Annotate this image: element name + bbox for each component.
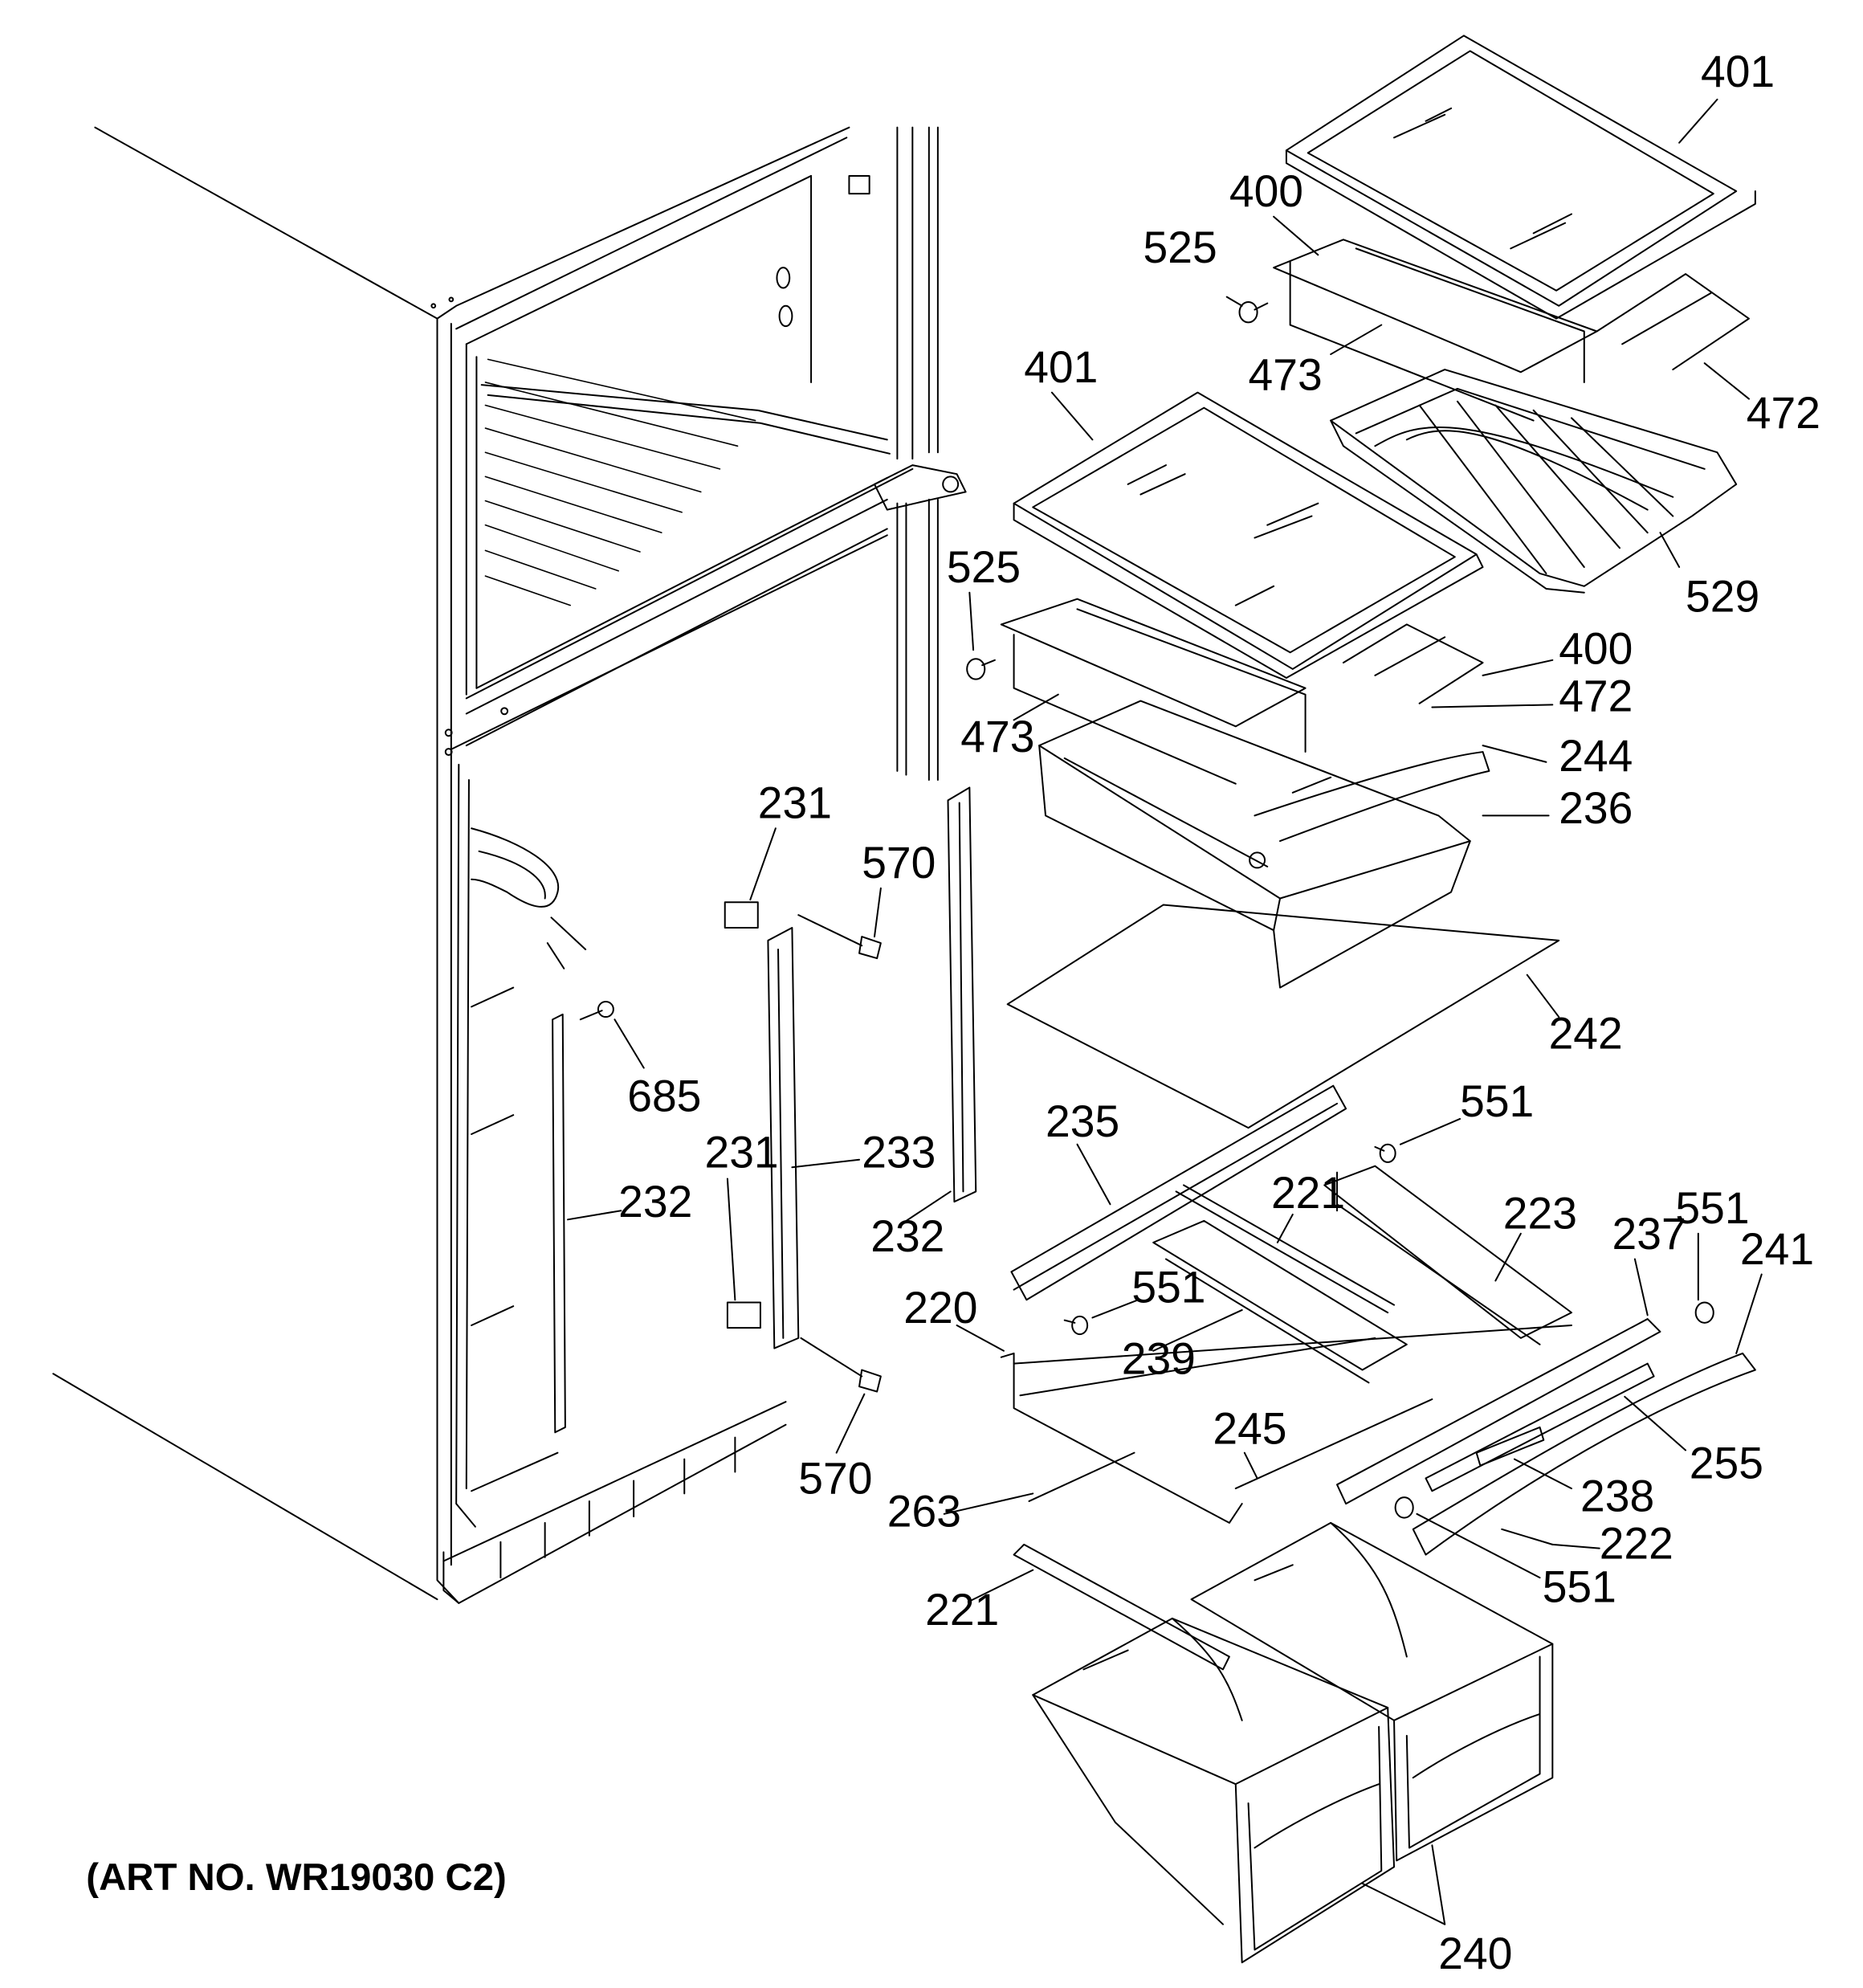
callout-241: 241 bbox=[1740, 1224, 1814, 1274]
bracket-231-top bbox=[725, 902, 758, 928]
callout-232: 232 bbox=[618, 1177, 692, 1227]
callout-233: 233 bbox=[862, 1127, 936, 1177]
shelf-frame-400-top bbox=[1274, 239, 1749, 420]
screw-525-top bbox=[1240, 302, 1268, 322]
screw-551-right bbox=[1696, 1302, 1714, 1322]
cover-241 bbox=[1413, 1353, 1755, 1555]
leader-lines bbox=[568, 100, 1762, 1925]
rod-221-lower bbox=[1014, 1545, 1229, 1669]
callout-570: 570 bbox=[798, 1453, 872, 1503]
screw-551-upper bbox=[1375, 1145, 1395, 1162]
refrigerator-cabinet bbox=[53, 128, 965, 1603]
callout-238: 238 bbox=[1580, 1472, 1654, 1521]
screw-525-mid bbox=[967, 659, 995, 679]
screw-570-top bbox=[798, 915, 881, 958]
shelf-401-top bbox=[1286, 35, 1755, 318]
callout-525: 525 bbox=[947, 542, 1021, 592]
callout-labels: 401 400 525 473 472 529 401 525 400 472 … bbox=[86, 47, 1820, 1978]
callout-473: 473 bbox=[960, 712, 1034, 761]
callout-220: 220 bbox=[903, 1283, 977, 1333]
rail-232-left bbox=[552, 1014, 565, 1432]
cover-237 bbox=[1337, 1319, 1660, 1504]
callout-221: 221 bbox=[925, 1585, 999, 1635]
callout-551: 551 bbox=[1460, 1076, 1534, 1126]
callout-570: 570 bbox=[862, 838, 936, 888]
rod-222 bbox=[1502, 1529, 1552, 1545]
cover-235 bbox=[1011, 1086, 1346, 1300]
callout-685: 685 bbox=[627, 1071, 701, 1121]
callout-472: 472 bbox=[1747, 388, 1820, 438]
callout-232: 232 bbox=[870, 1211, 944, 1261]
rod-221-upper bbox=[1176, 1185, 1394, 1312]
callout-263: 263 bbox=[887, 1487, 961, 1537]
callout-529: 529 bbox=[1686, 571, 1759, 621]
callout-525: 525 bbox=[1143, 222, 1217, 272]
callout-237: 237 bbox=[1612, 1209, 1686, 1259]
crisper-drawers-240 bbox=[1033, 1523, 1552, 1962]
callout-473: 473 bbox=[1249, 349, 1323, 399]
vent-238 bbox=[1477, 1427, 1544, 1466]
cover-255 bbox=[1426, 1364, 1654, 1492]
cover-244 bbox=[1254, 752, 1489, 841]
callout-231: 231 bbox=[758, 778, 832, 827]
screw-551-left bbox=[1065, 1316, 1087, 1334]
shelf-401-mid bbox=[1014, 393, 1483, 678]
bracket-231-bottom bbox=[728, 1302, 760, 1328]
shelf-frame-400-mid bbox=[1001, 599, 1483, 784]
callout-401: 401 bbox=[1024, 342, 1098, 392]
glass-242 bbox=[1008, 904, 1559, 1128]
callout-240: 240 bbox=[1438, 1929, 1512, 1978]
callout-239: 239 bbox=[1122, 1333, 1196, 1383]
callout-551: 551 bbox=[1543, 1561, 1616, 1611]
callout-551: 551 bbox=[1131, 1262, 1205, 1312]
rail-232-right bbox=[948, 787, 976, 1202]
frame-239 bbox=[1153, 1221, 1407, 1382]
callout-245: 245 bbox=[1213, 1403, 1286, 1453]
rod-245 bbox=[1236, 1399, 1433, 1488]
frame-220 bbox=[1001, 1325, 1572, 1523]
art-number-caption: (ART NO. WR19030 C2) bbox=[86, 1856, 507, 1899]
callout-223: 223 bbox=[1503, 1188, 1577, 1238]
shelf-rack-529 bbox=[1331, 369, 1736, 593]
screw-570-bottom bbox=[801, 1338, 880, 1392]
callout-551: 551 bbox=[1675, 1183, 1749, 1233]
callout-244: 244 bbox=[1559, 731, 1633, 781]
callout-231: 231 bbox=[704, 1127, 778, 1177]
crisper-pan-236 bbox=[1039, 701, 1470, 988]
frame-223 bbox=[1324, 1166, 1572, 1345]
screw-685 bbox=[581, 1002, 614, 1019]
rod-263 bbox=[1029, 1453, 1135, 1501]
callout-222: 222 bbox=[1600, 1518, 1673, 1568]
callout-242: 242 bbox=[1549, 1009, 1623, 1059]
callout-221: 221 bbox=[1271, 1168, 1345, 1218]
screw-551-lower bbox=[1396, 1497, 1413, 1517]
callout-400: 400 bbox=[1229, 166, 1303, 216]
rail-233 bbox=[768, 928, 798, 1349]
callout-472: 472 bbox=[1559, 671, 1633, 720]
callout-236: 236 bbox=[1559, 783, 1633, 833]
callout-401: 401 bbox=[1701, 47, 1775, 96]
callout-255: 255 bbox=[1690, 1438, 1763, 1488]
callout-400: 400 bbox=[1559, 623, 1633, 673]
callout-235: 235 bbox=[1046, 1096, 1119, 1146]
